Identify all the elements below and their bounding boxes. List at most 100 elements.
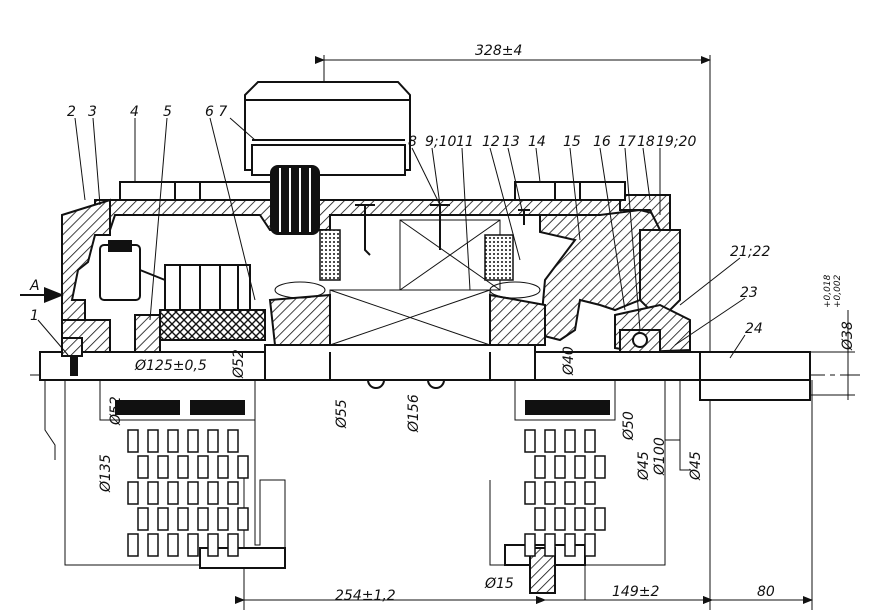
label-6-7: 6 7: [205, 104, 227, 120]
fin-slot: [584, 429, 596, 453]
fin-slot: [534, 507, 546, 531]
fin-slot: [137, 455, 149, 479]
fin-slot: [147, 429, 159, 453]
label-13: 13: [502, 134, 520, 150]
label-1: 1: [30, 308, 39, 324]
label-23: 23: [740, 285, 758, 301]
fin-slot: [167, 429, 179, 453]
part-labels: 1 2 3 4 5 6 7 8 9;10 11 12 13 14 15 16 1…: [29, 104, 770, 337]
fin-slot: [147, 533, 159, 557]
fin-slot: [217, 455, 229, 479]
fin-slot: [197, 507, 209, 531]
cooling-fins-left: [127, 429, 249, 557]
dim-d100: Ø100: [652, 437, 668, 476]
view-arrow-a: A: [29, 278, 40, 294]
fin-slot: [524, 481, 536, 505]
stator-rotor: [99, 219, 546, 354]
dim-d45-a: Ø45: [636, 451, 652, 481]
fin-slot: [137, 507, 149, 531]
fin-slot: [237, 455, 249, 479]
fin-slot: [544, 429, 556, 453]
fin-slot: [594, 455, 606, 479]
fin-slot: [554, 507, 566, 531]
fin-slot: [564, 481, 576, 505]
fin-slot: [544, 481, 556, 505]
label-14: 14: [528, 134, 546, 150]
fin-slot: [177, 507, 189, 531]
fin-slot: [584, 481, 596, 505]
cooling-fins-right: [524, 429, 606, 557]
dim-bearing-span: 254±1,2: [335, 588, 396, 604]
label-2: 2: [67, 104, 76, 120]
fin-slot: [207, 533, 219, 557]
dim-d38-tol-upper: +0,018: [823, 274, 833, 308]
label-9-10: 9;10: [425, 134, 457, 150]
leader-lines: [20, 117, 746, 359]
dim-d135: Ø135: [98, 454, 114, 493]
terminal-box: [244, 81, 530, 256]
fin-slot: [197, 455, 209, 479]
dim-d15: Ø15: [484, 576, 514, 592]
fin-slot: [147, 481, 159, 505]
label-21-22: 21;22: [730, 244, 770, 260]
fin-slot: [217, 507, 229, 531]
shaft: [39, 329, 811, 401]
label-4: 4: [130, 104, 139, 120]
fin-slot: [127, 481, 139, 505]
fin-slot: [574, 507, 586, 531]
dim-d55: Ø55: [334, 399, 350, 429]
dim-d45-b: Ø45: [688, 451, 704, 481]
label-17: 17: [618, 134, 636, 150]
fin-slot: [574, 455, 586, 479]
fin-slot: [554, 455, 566, 479]
label-11: 11: [456, 134, 474, 150]
fin-slot: [564, 533, 576, 557]
fin-slot: [157, 455, 169, 479]
dimension-labels: 328±4 254±1,2 149±2 80 Ø15 Ø125±0,5 Ø52 …: [98, 43, 856, 604]
fin-slot: [157, 507, 169, 531]
label-18: 18: [637, 134, 655, 150]
dim-d156: Ø156: [406, 394, 422, 433]
fin-slot: [227, 429, 239, 453]
fin-slot: [594, 507, 606, 531]
fin-slot: [207, 481, 219, 505]
fin-slot: [167, 533, 179, 557]
dim-d52-a: Ø52: [231, 349, 247, 379]
fin-slot: [127, 429, 139, 453]
fin-slot: [524, 533, 536, 557]
label-19-20: 19;20: [656, 134, 696, 150]
dim-d50: Ø50: [621, 411, 637, 441]
dim-d52-b: Ø52: [108, 396, 124, 426]
fin-slot: [187, 481, 199, 505]
dim-d38: Ø38: [840, 321, 856, 351]
fin-slot: [227, 481, 239, 505]
fin-slot: [207, 429, 219, 453]
fin-slot: [524, 429, 536, 453]
label-3: 3: [88, 104, 97, 120]
dim-right-segment: 149±2: [612, 584, 659, 600]
fin-slot: [584, 533, 596, 557]
fin-slot: [227, 533, 239, 557]
dim-d125: Ø125±0,5: [134, 358, 207, 374]
dim-d40: Ø40: [561, 346, 577, 376]
fin-slot: [237, 507, 249, 531]
fin-slot: [534, 455, 546, 479]
fin-slot: [187, 429, 199, 453]
label-12: 12: [482, 134, 500, 150]
fin-slot: [127, 533, 139, 557]
label-15: 15: [563, 134, 581, 150]
fin-slot: [187, 533, 199, 557]
fin-slot: [167, 481, 179, 505]
dim-d38-tol-lower: +0,002: [833, 274, 843, 308]
dim-shaft-ext: 80: [757, 584, 775, 600]
fin-slot: [544, 533, 556, 557]
label-24: 24: [745, 321, 763, 337]
label-16: 16: [593, 134, 611, 150]
fin-slot: [564, 429, 576, 453]
dim-overall-length: 328±4: [475, 43, 522, 59]
lower-frame: [44, 379, 690, 600]
label-5: 5: [163, 104, 172, 120]
label-8: 8: [408, 134, 417, 150]
fin-slot: [177, 455, 189, 479]
